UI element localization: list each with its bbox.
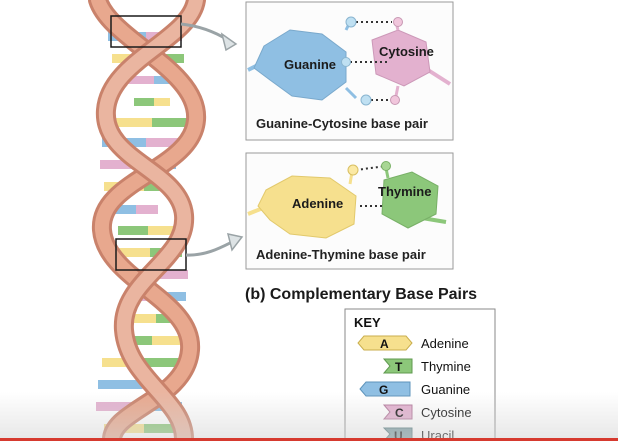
gc-caption: Guanine-Cytosine base pair bbox=[256, 116, 428, 131]
at-highlight-box bbox=[115, 238, 187, 271]
key-label-thymine: Thymine bbox=[421, 359, 471, 374]
key-label-cytosine: Cytosine bbox=[421, 405, 472, 420]
adenine-shape bbox=[257, 175, 357, 239]
video-progress-bar[interactable] bbox=[0, 438, 618, 441]
key-item-thymine: T Thymine bbox=[382, 358, 471, 374]
key-label-guanine: Guanine bbox=[421, 382, 470, 397]
at-hydrogen-bonds bbox=[347, 161, 391, 207]
thymine-shape bbox=[381, 171, 439, 229]
gc-highlight-box bbox=[110, 15, 182, 48]
at-arrow bbox=[185, 240, 233, 257]
at-caption: Adenine-Thymine base pair bbox=[256, 247, 426, 262]
key-letter-t: T bbox=[395, 360, 403, 374]
key-letter-a: A bbox=[380, 337, 389, 351]
key-item-adenine: A Adenine bbox=[357, 335, 469, 351]
key-legend: KEY A Adenine T Thymine G Guanine C Cyto… bbox=[344, 308, 496, 441]
at-base-pair-panel: Adenine Thymine Adenine-Thymine base pai… bbox=[245, 152, 454, 270]
cytosine-label: Cytosine bbox=[379, 44, 434, 59]
key-letter-c: C bbox=[395, 406, 404, 420]
guanine-shape bbox=[253, 29, 347, 101]
gc-base-pair-panel: Guanine Cytosine Guanine-Cytosine base p… bbox=[245, 1, 454, 141]
section-heading: (b) Complementary Base Pairs bbox=[245, 286, 477, 303]
gc-hydrogen-bonds bbox=[341, 16, 403, 106]
key-item-cytosine: C Cytosine bbox=[382, 404, 472, 420]
adenine-label: Adenine bbox=[292, 196, 343, 211]
key-title: KEY bbox=[354, 315, 381, 330]
key-letter-g: G bbox=[379, 383, 388, 397]
guanine-label: Guanine bbox=[284, 57, 336, 72]
dna-helix bbox=[88, 0, 244, 441]
thymine-label: Thymine bbox=[378, 184, 431, 199]
key-label-adenine: Adenine bbox=[421, 336, 469, 351]
